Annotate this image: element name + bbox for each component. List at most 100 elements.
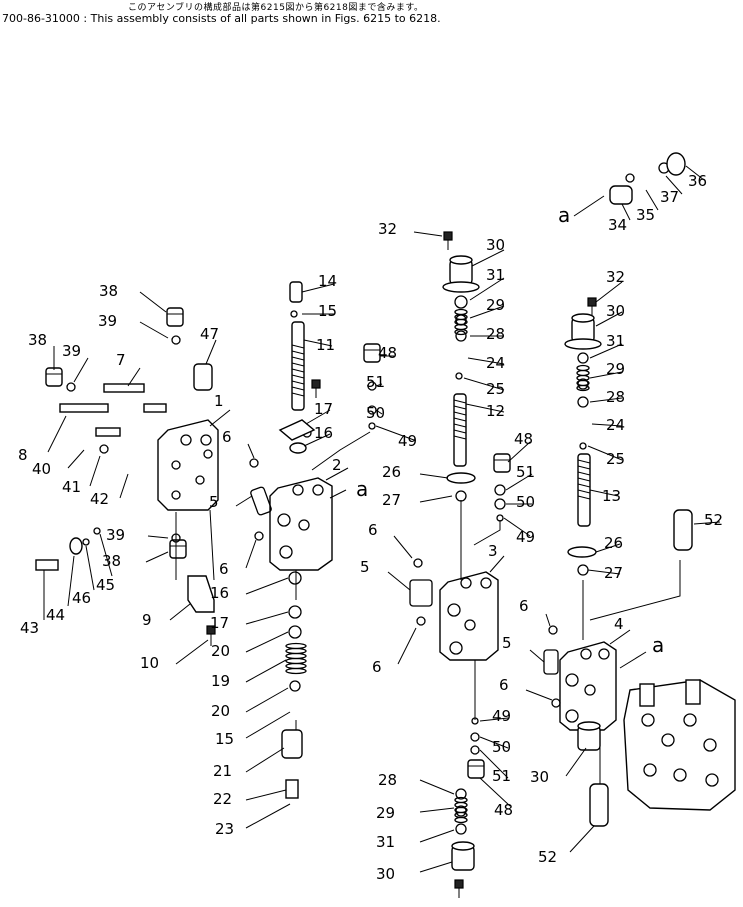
o-ring-icon: [579, 442, 587, 450]
flange-30: [564, 338, 602, 350]
callout-31: 31: [376, 833, 395, 851]
callout-48: 48: [494, 801, 513, 819]
ref-label-a: a: [558, 203, 570, 227]
leader-48: [479, 777, 511, 807]
port-icon: [180, 434, 192, 446]
leader-24: [467, 357, 505, 365]
callout-11: 11: [316, 336, 335, 354]
leader-42: [119, 473, 129, 499]
spool-13-thread: [577, 459, 591, 464]
callout-38: 38: [102, 552, 121, 570]
port-icon: [565, 673, 579, 687]
port-icon: [580, 648, 592, 660]
parts-artwork: [35, 152, 736, 898]
seat-14-icon: [289, 281, 303, 303]
leader-3: [489, 555, 505, 573]
o-ring-icon: [203, 449, 213, 459]
o-ring-icon: [249, 458, 259, 468]
leader-19: [245, 659, 287, 683]
plug-48-icon: [363, 343, 381, 363]
o-ring-icon: [577, 352, 589, 364]
ref-label-a: a: [652, 633, 664, 657]
bolt-18-icon: [311, 379, 321, 389]
cap-30-top: [577, 721, 601, 731]
leader-6: [397, 627, 417, 665]
callout-30: 30: [376, 865, 395, 883]
spool-11-thread: [291, 374, 305, 379]
leader-52: [693, 521, 721, 525]
callout-28: 28: [486, 325, 505, 343]
callout-25: 25: [606, 450, 625, 468]
spring-29-icon: [576, 369, 590, 377]
leader-20: [245, 631, 289, 653]
leader-9: [169, 603, 191, 621]
ref-arrow: [573, 195, 605, 217]
leader-6: [545, 613, 551, 627]
bolt-7-icon: [103, 383, 145, 393]
callout-5: 5: [360, 558, 370, 576]
callout-21: 21: [213, 762, 232, 780]
spring-29-icon: [576, 364, 590, 372]
leader-44: [67, 555, 75, 607]
leader-31: [419, 829, 455, 843]
callout-29: 29: [606, 360, 625, 378]
leader-48: [507, 441, 531, 463]
spool-11-thread: [291, 368, 305, 373]
o-ring-icon: [455, 372, 463, 380]
callout-44: 44: [46, 606, 65, 624]
leader-17: [245, 611, 289, 625]
o-ring-icon: [99, 444, 109, 454]
valve-section-2: [269, 477, 333, 571]
o-ring-icon: [455, 788, 467, 800]
spool-13-thread: [577, 495, 591, 500]
callout-20: 20: [211, 642, 230, 660]
leader-10: [175, 639, 209, 665]
o-ring-icon: [470, 745, 480, 755]
spring-29-icon: [454, 328, 468, 336]
spool-12-thread: [453, 423, 467, 428]
spring-29-icon: [576, 384, 590, 392]
spool-11-thread: [291, 344, 305, 349]
leader-31: [589, 343, 623, 359]
callout-39: 39: [62, 342, 81, 360]
port-icon: [447, 603, 461, 617]
poppet-34-icon: [609, 185, 633, 205]
leader-32: [413, 231, 443, 237]
cap-21-icon: [281, 729, 303, 759]
spool-11-thread: [291, 392, 305, 397]
callout-30: 30: [606, 302, 625, 320]
o-ring-icon: [289, 680, 301, 692]
plug-48-icon: [467, 759, 485, 779]
ref-arrow: [329, 489, 347, 499]
callout-52: 52: [704, 511, 723, 529]
leader-40: [67, 449, 85, 469]
leader-5: [387, 571, 411, 591]
seal-5-icon: [250, 486, 272, 516]
assembled-valve-cap: [639, 683, 655, 707]
leader-11: [303, 339, 333, 347]
cap-30-top: [449, 255, 473, 265]
o-ring-icon: [254, 531, 264, 541]
callout-15: 15: [318, 302, 337, 320]
leader-31: [469, 277, 505, 301]
callout-labels: 1234555666666789101112131415151616171719…: [18, 172, 723, 883]
o-ring-icon: [494, 498, 506, 510]
leader-23: [245, 803, 291, 829]
spool-13-thread: [577, 471, 591, 476]
o-ring-icon: [494, 484, 506, 496]
callout-28: 28: [378, 771, 397, 789]
leader-16: [245, 577, 289, 595]
callout-16: 16: [314, 424, 333, 442]
leader-50: [375, 409, 383, 415]
spool-13-thread: [577, 483, 591, 488]
leader-39: [147, 535, 169, 539]
leader-26: [595, 543, 621, 553]
plug-38-icon: [169, 539, 187, 559]
callout-51: 51: [516, 463, 535, 481]
callout-22: 22: [213, 790, 232, 808]
leader-27: [419, 495, 453, 503]
japanese-assembly-note: このアセンブリの構成部品は第6215図から第6218図まで含みます。: [128, 3, 424, 13]
callout-6: 6: [219, 560, 229, 578]
spring-29-icon: [454, 308, 468, 316]
